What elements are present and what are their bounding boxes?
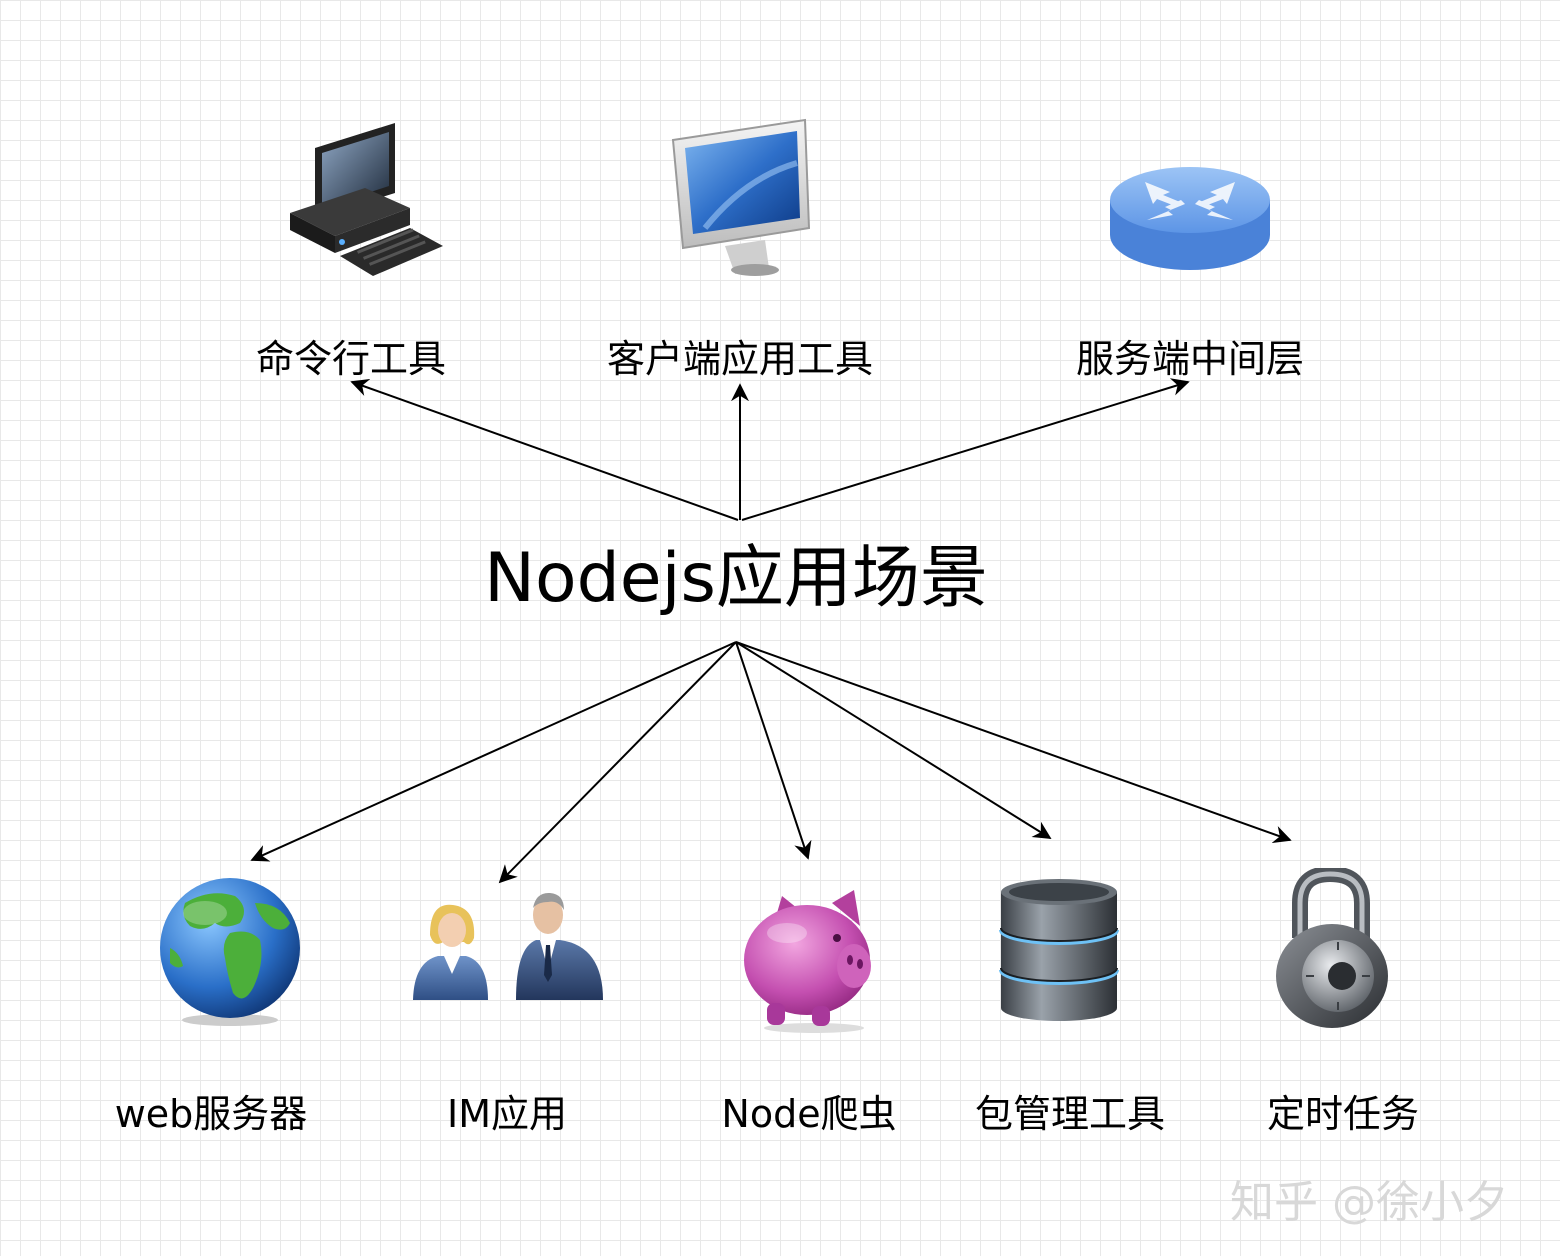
- database-icon: [999, 879, 1119, 1021]
- piggy-bank-icon: [744, 890, 871, 1033]
- label-im-app: IM应用: [447, 1092, 567, 1136]
- label-scheduled-task: 定时任务: [1266, 1092, 1420, 1136]
- globe-icon: [160, 878, 300, 1026]
- desktop-computer-icon: [290, 123, 443, 276]
- arrow-to-scheduled-task: [735, 641, 1292, 844]
- label-node-crawler: Node爬虫: [721, 1092, 897, 1136]
- label-server-middleware: 服务端中间层: [1075, 337, 1305, 381]
- label-web-server: web服务器: [114, 1092, 308, 1136]
- users-icon: [413, 892, 603, 1000]
- monitor-icon: [671, 118, 811, 276]
- diagram-title: Nodejs应用场景: [484, 539, 988, 618]
- label-client-apps: 客户端应用工具: [606, 337, 874, 381]
- watermark: 知乎 @徐小夕: [1230, 1177, 1508, 1228]
- arrow-to-web-server: [250, 641, 737, 862]
- padlock-icon: [1276, 868, 1388, 1028]
- arrow-to-crawler: [735, 641, 812, 860]
- arrow-to-cli: [350, 378, 739, 521]
- router-icon: [1110, 167, 1270, 270]
- arrow-to-im: [498, 641, 737, 884]
- label-cli-tools: 命令行工具: [255, 337, 447, 381]
- arrow-to-package-manager: [735, 641, 1052, 839]
- arrow-to-middleware: [741, 378, 1190, 521]
- label-package-manager: 包管理工具: [974, 1092, 1166, 1136]
